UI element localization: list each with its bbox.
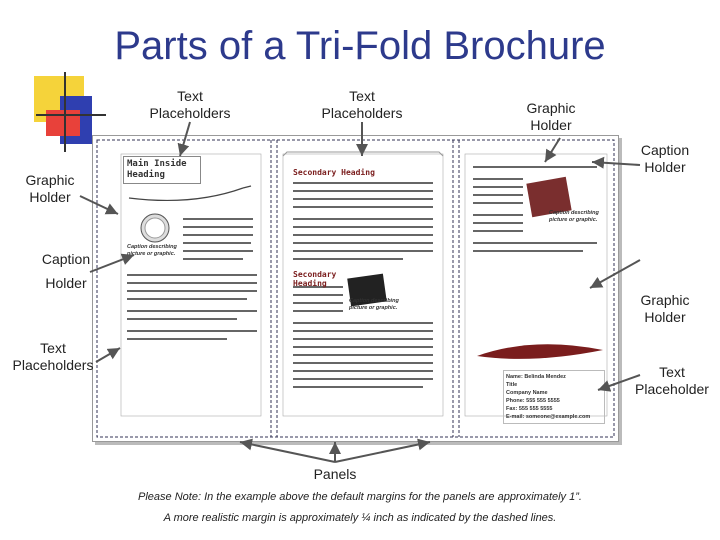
arrow-caption-left <box>89 253 135 273</box>
arrow-graphic-holder-top <box>544 137 561 163</box>
arrow-text-placeholders-left <box>95 347 121 363</box>
note-line-2: A more realistic margin is approximately… <box>163 512 557 524</box>
photo-graphic <box>347 273 387 307</box>
secondary-heading-1: Secondary Heading <box>293 168 375 177</box>
key-graphic <box>526 176 572 218</box>
contact-line: Title <box>506 382 518 388</box>
label-graphic-holder-right: Graphic Holder <box>640 292 690 325</box>
decor-horizontal-line <box>36 114 106 116</box>
label-text-placeholders-left: Text Placeholders <box>12 340 94 373</box>
label-text-placeholders-1: Text Placeholders <box>149 88 231 121</box>
contact-block: Name: Belinda Mendez Title Company Name … <box>503 370 605 424</box>
outer-dashed-margin <box>96 139 615 438</box>
label-graphic-holder-top: Graphic Holder <box>526 100 576 133</box>
label-text-placeholder-right: Text Placeholder <box>635 364 709 397</box>
secondary-heading-2: Secondary Heading <box>293 270 337 288</box>
caption-panel-1: Caption describing picture or graphic. <box>127 244 177 257</box>
arrow-graphic-holder-right <box>589 259 641 289</box>
label-panels: Panels <box>313 466 357 482</box>
contact-name: Name: Belinda Mendez <box>506 374 566 380</box>
red-swoosh-graphic <box>477 344 603 359</box>
brochure-mockup: Main Inside Heading Secondary Heading Se… <box>92 135 619 442</box>
arrow-graphic-holder-left <box>79 195 119 215</box>
caption-panel-2: Caption describing picture or graphic. <box>349 298 399 311</box>
arrow-panels-right <box>334 438 431 463</box>
label-caption-left-1: Caption <box>41 251 91 267</box>
label-text-placeholders-2: Text Placeholders <box>321 88 403 121</box>
panel-1-frame <box>120 153 262 417</box>
page-title: Parts of a Tri-Fold Brochure <box>114 24 606 68</box>
decor-vertical-line <box>64 72 66 152</box>
contact-line: Company Name <box>506 390 548 396</box>
contact-line: E-mail: someone@example.com <box>506 414 591 420</box>
caption-panel-3: Caption describing picture or graphic. <box>549 210 599 223</box>
brochure-panels <box>96 139 615 438</box>
arrow-panels-left <box>239 438 336 463</box>
panel-3-text-lines <box>473 166 597 252</box>
panel-2-text-lines <box>293 182 433 388</box>
panel-3-frame <box>464 153 608 417</box>
label-caption-holder-right: Caption Holder <box>640 142 690 175</box>
label-caption-left-2: Holder <box>45 275 87 291</box>
note-line-1: Please Note: In the example above the de… <box>138 491 582 503</box>
arrow-text-placeholder-right <box>597 374 641 392</box>
arrow-caption-holder-right <box>591 156 641 169</box>
panel-1-text-lines <box>127 218 257 340</box>
arrow-text-placeholders-1 <box>177 121 191 157</box>
contact-line: Phone: 555 555 5555 <box>506 398 560 404</box>
label-graphic-holder-left: Graphic Holder <box>25 172 75 205</box>
contact-line: Fax: 555 555 5555 <box>506 406 553 412</box>
swoosh-graphic <box>128 187 244 202</box>
main-inside-heading: Main Inside Heading <box>123 156 201 184</box>
swoosh-tip <box>242 185 252 189</box>
